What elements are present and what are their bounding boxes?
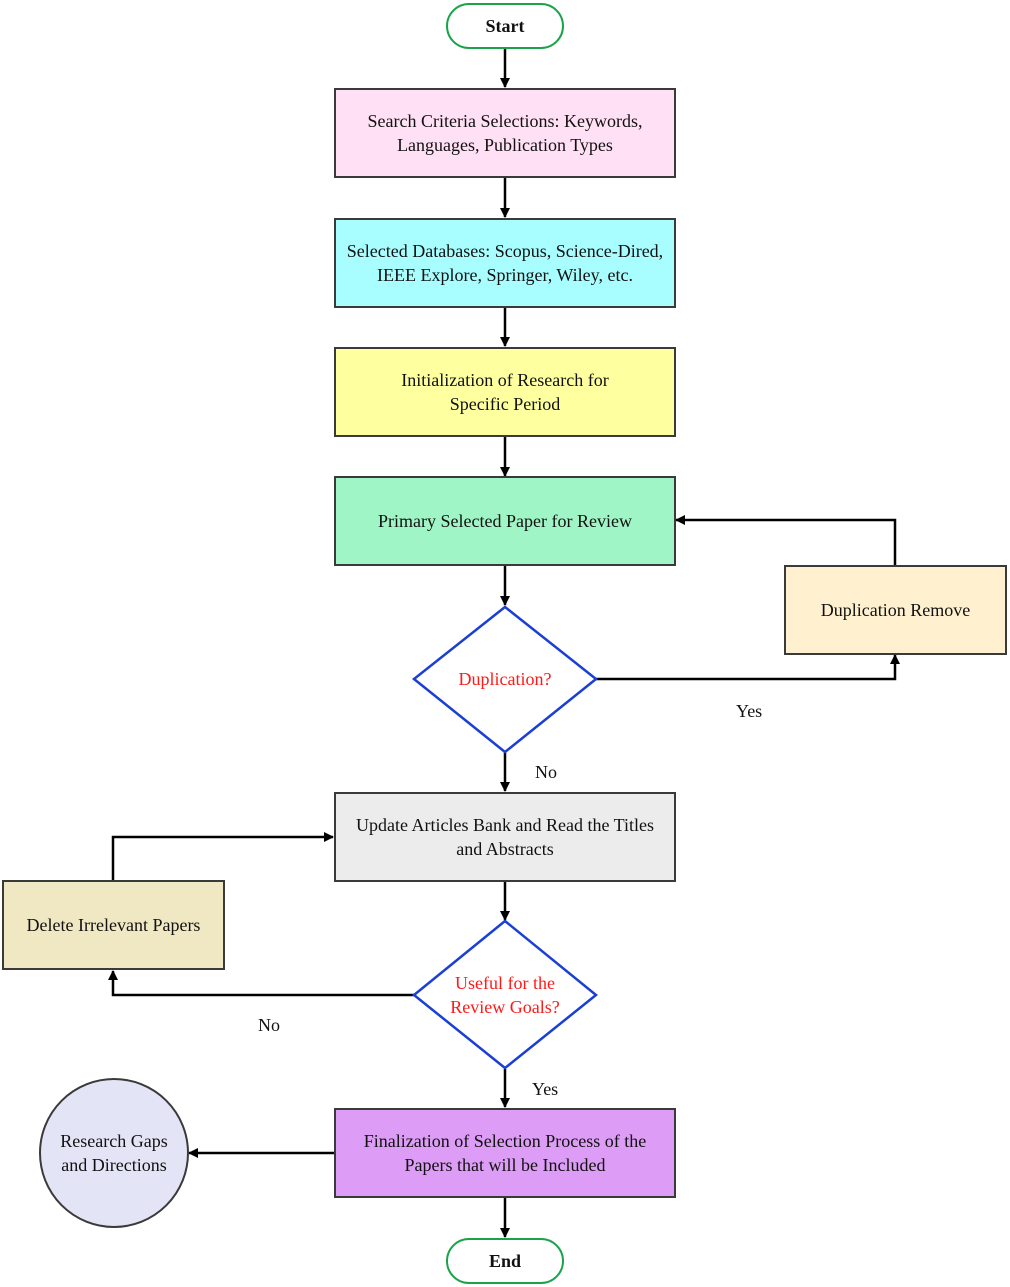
start-label: Start	[485, 15, 525, 36]
arrow-duplication-yes	[596, 654, 900, 681]
duplication-decision-label: Duplication?	[458, 669, 552, 689]
duplication-decision-shape	[411, 605, 599, 754]
research-gaps-label: Research Gaps and Directions	[60, 1131, 168, 1175]
useful-yes-label: Yes	[532, 1079, 559, 1099]
useful-no-label: No	[258, 1015, 280, 1035]
duplication-remove-label: Duplication Remove	[820, 600, 971, 620]
update-bank-box: Update Articles Bank and Read the Titles…	[334, 792, 676, 882]
duplication-yes-label: Yes	[736, 701, 763, 721]
primary-selected-label: Primary Selected Paper for Review	[378, 511, 632, 531]
research-gaps-circle: Research Gaps and Directions	[39, 1078, 189, 1228]
duplication-remove-box: Duplication Remove	[784, 565, 1007, 655]
useful-decision-label: Useful for the Review Goals?	[450, 973, 560, 1017]
arrow-useful-no	[108, 970, 414, 997]
duplication-no-label: No	[535, 762, 557, 782]
start-terminal: Start	[446, 3, 564, 49]
initialization-label: Initialization of Research for Specific …	[401, 370, 609, 414]
search-criteria-box: Search Criteria Selections: Keywords, La…	[334, 88, 676, 178]
databases-label: Selected Databases: Scopus, Science-Dire…	[346, 241, 664, 285]
initialization-box: Initialization of Research for Specific …	[334, 347, 676, 437]
end-terminal: End	[446, 1238, 564, 1284]
primary-selected-box: Primary Selected Paper for Review	[334, 476, 676, 566]
arrow-delete-to-update	[111, 832, 334, 880]
delete-irrelevant-box: Delete Irrelevant Papers	[2, 880, 225, 970]
end-label: End	[488, 1250, 522, 1271]
search-criteria-label: Search Criteria Selections: Keywords, La…	[367, 111, 643, 155]
update-bank-label: Update Articles Bank and Read the Titles…	[356, 815, 654, 859]
delete-irrelevant-label: Delete Irrelevant Papers	[26, 915, 201, 935]
finalization-label: Finalization of Selection Process of the…	[363, 1131, 647, 1175]
databases-box: Selected Databases: Scopus, Science-Dire…	[334, 218, 676, 308]
useful-decision-shape	[412, 919, 598, 1070]
arrow-remove-to-primary	[675, 515, 897, 565]
finalization-box: Finalization of Selection Process of the…	[334, 1108, 676, 1198]
